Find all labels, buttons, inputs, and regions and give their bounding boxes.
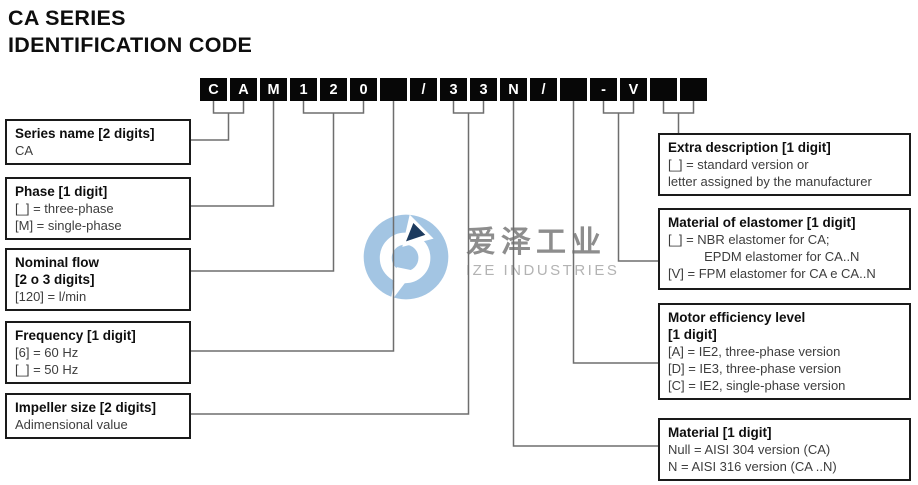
ize-logo-icon — [363, 214, 449, 303]
callout-material: Material [1 digit] Null = AISI 304 versio… — [658, 418, 911, 481]
connector-phase — [191, 101, 275, 207]
watermark-english-name: IZE INDUSTRIES — [466, 262, 620, 279]
callout-body-line: [_] = NBR elastomer for CA; — [668, 232, 830, 247]
callout-body-line: [D] = IE3, three-phase version — [668, 361, 842, 376]
callout-body-line: CA — [15, 143, 34, 158]
code-cell-slash: / — [410, 78, 437, 101]
callout-title: Series name [2 digits] — [15, 126, 155, 141]
code-cell-3: 3 — [440, 78, 467, 101]
callout-body-line: N = AISI 316 version (CA ..N) — [668, 459, 837, 474]
callout-body-line: [V] = FPM elastomer for CA e CA..N — [668, 266, 876, 281]
callout-title: Impeller size [2 digits] — [15, 400, 157, 415]
callout-title: Extra description [1 digit] — [668, 140, 831, 155]
callout-body-line: [_] = standard version or — [668, 157, 809, 172]
watermark: 爱泽工业 IZE INDUSTRIES — [360, 211, 619, 303]
code-cell-C: C — [200, 78, 227, 101]
callout-body-line: [_] = three-phase — [15, 201, 114, 216]
page-title-line1: CA SERIES — [8, 6, 126, 30]
code-cell-dash: - — [590, 78, 617, 101]
callout-motor-efficiency-level: Motor efficiency level [1 digit] [A] = IE2… — [658, 303, 911, 400]
callout-body-line: [6] = 60 Hz — [15, 345, 79, 360]
callout-body-line: Null = AISI 304 version (CA) — [668, 442, 831, 457]
connector-series-name — [191, 101, 245, 141]
callout-title: [1 digit] — [668, 327, 717, 342]
code-cell-V: V — [620, 78, 647, 101]
code-cell-A: A — [230, 78, 257, 101]
connector-nominal-flow — [191, 101, 365, 272]
code-cell-blank — [380, 78, 407, 101]
callout-extra-description: Extra description [1 digit] [_] = standar… — [658, 133, 911, 196]
callout-frequency: Frequency [1 digit] [6] = 60 Hz [_] = 50 H… — [5, 321, 191, 384]
code-cell-M: M — [260, 78, 287, 101]
callout-body-line: [C] = IE2, single-phase version — [668, 378, 846, 393]
page-title: CA SERIES IDENTIFICATION CODE — [8, 5, 252, 59]
code-cell-blank — [560, 78, 587, 101]
callout-title: Motor efficiency level — [668, 310, 806, 325]
callout-material-of-elastomer: Material of elastomer [1 digit] [_] = NBR… — [658, 208, 911, 290]
code-cell-blank — [680, 78, 707, 101]
callout-series-name: Series name [2 digits] CA — [5, 119, 191, 165]
code-cell-3: 3 — [470, 78, 497, 101]
callout-title: [2 o 3 digits] — [15, 272, 95, 287]
callout-body-line: [_] = 50 Hz — [15, 362, 79, 377]
watermark-text: 爱泽工业 IZE INDUSTRIES — [466, 226, 619, 279]
callout-body-line: Adimensional value — [15, 417, 128, 432]
callout-body-line: EPDM elastomer for CA..N — [668, 249, 860, 264]
code-cell-1: 1 — [290, 78, 317, 101]
code-cell-N: N — [500, 78, 527, 101]
callout-body-line: [120] = l/min — [15, 289, 87, 304]
callout-impeller-size: Impeller size [2 digits] Adimensional val… — [5, 393, 191, 439]
callout-body-line: letter assigned by the manufacturer — [668, 174, 872, 189]
callout-title: Material of elastomer [1 digit] — [668, 215, 856, 230]
code-cell-blank — [650, 78, 677, 101]
callout-phase: Phase [1 digit] [_] = three-phase [M] = si… — [5, 177, 191, 240]
page-title-line2: IDENTIFICATION CODE — [8, 33, 253, 57]
callout-title: Material [1 digit] — [668, 425, 772, 440]
watermark-chinese-name: 爱泽工业 — [466, 226, 606, 259]
code-cell-0: 0 — [350, 78, 377, 101]
callout-title: Nominal flow — [15, 255, 99, 270]
code-cell-2: 2 — [320, 78, 347, 101]
code-cell-slash: / — [530, 78, 557, 101]
callout-body-line: [M] = single-phase — [15, 218, 122, 233]
connector-extra-description — [662, 101, 695, 134]
callout-title: Phase [1 digit] — [15, 184, 108, 199]
callout-nominal-flow: Nominal flow [2 o 3 digits] [120] = l/min — [5, 248, 191, 311]
callout-title: Frequency [1 digit] — [15, 328, 136, 343]
callout-body-line: [A] = IE2, three-phase version — [668, 344, 841, 359]
